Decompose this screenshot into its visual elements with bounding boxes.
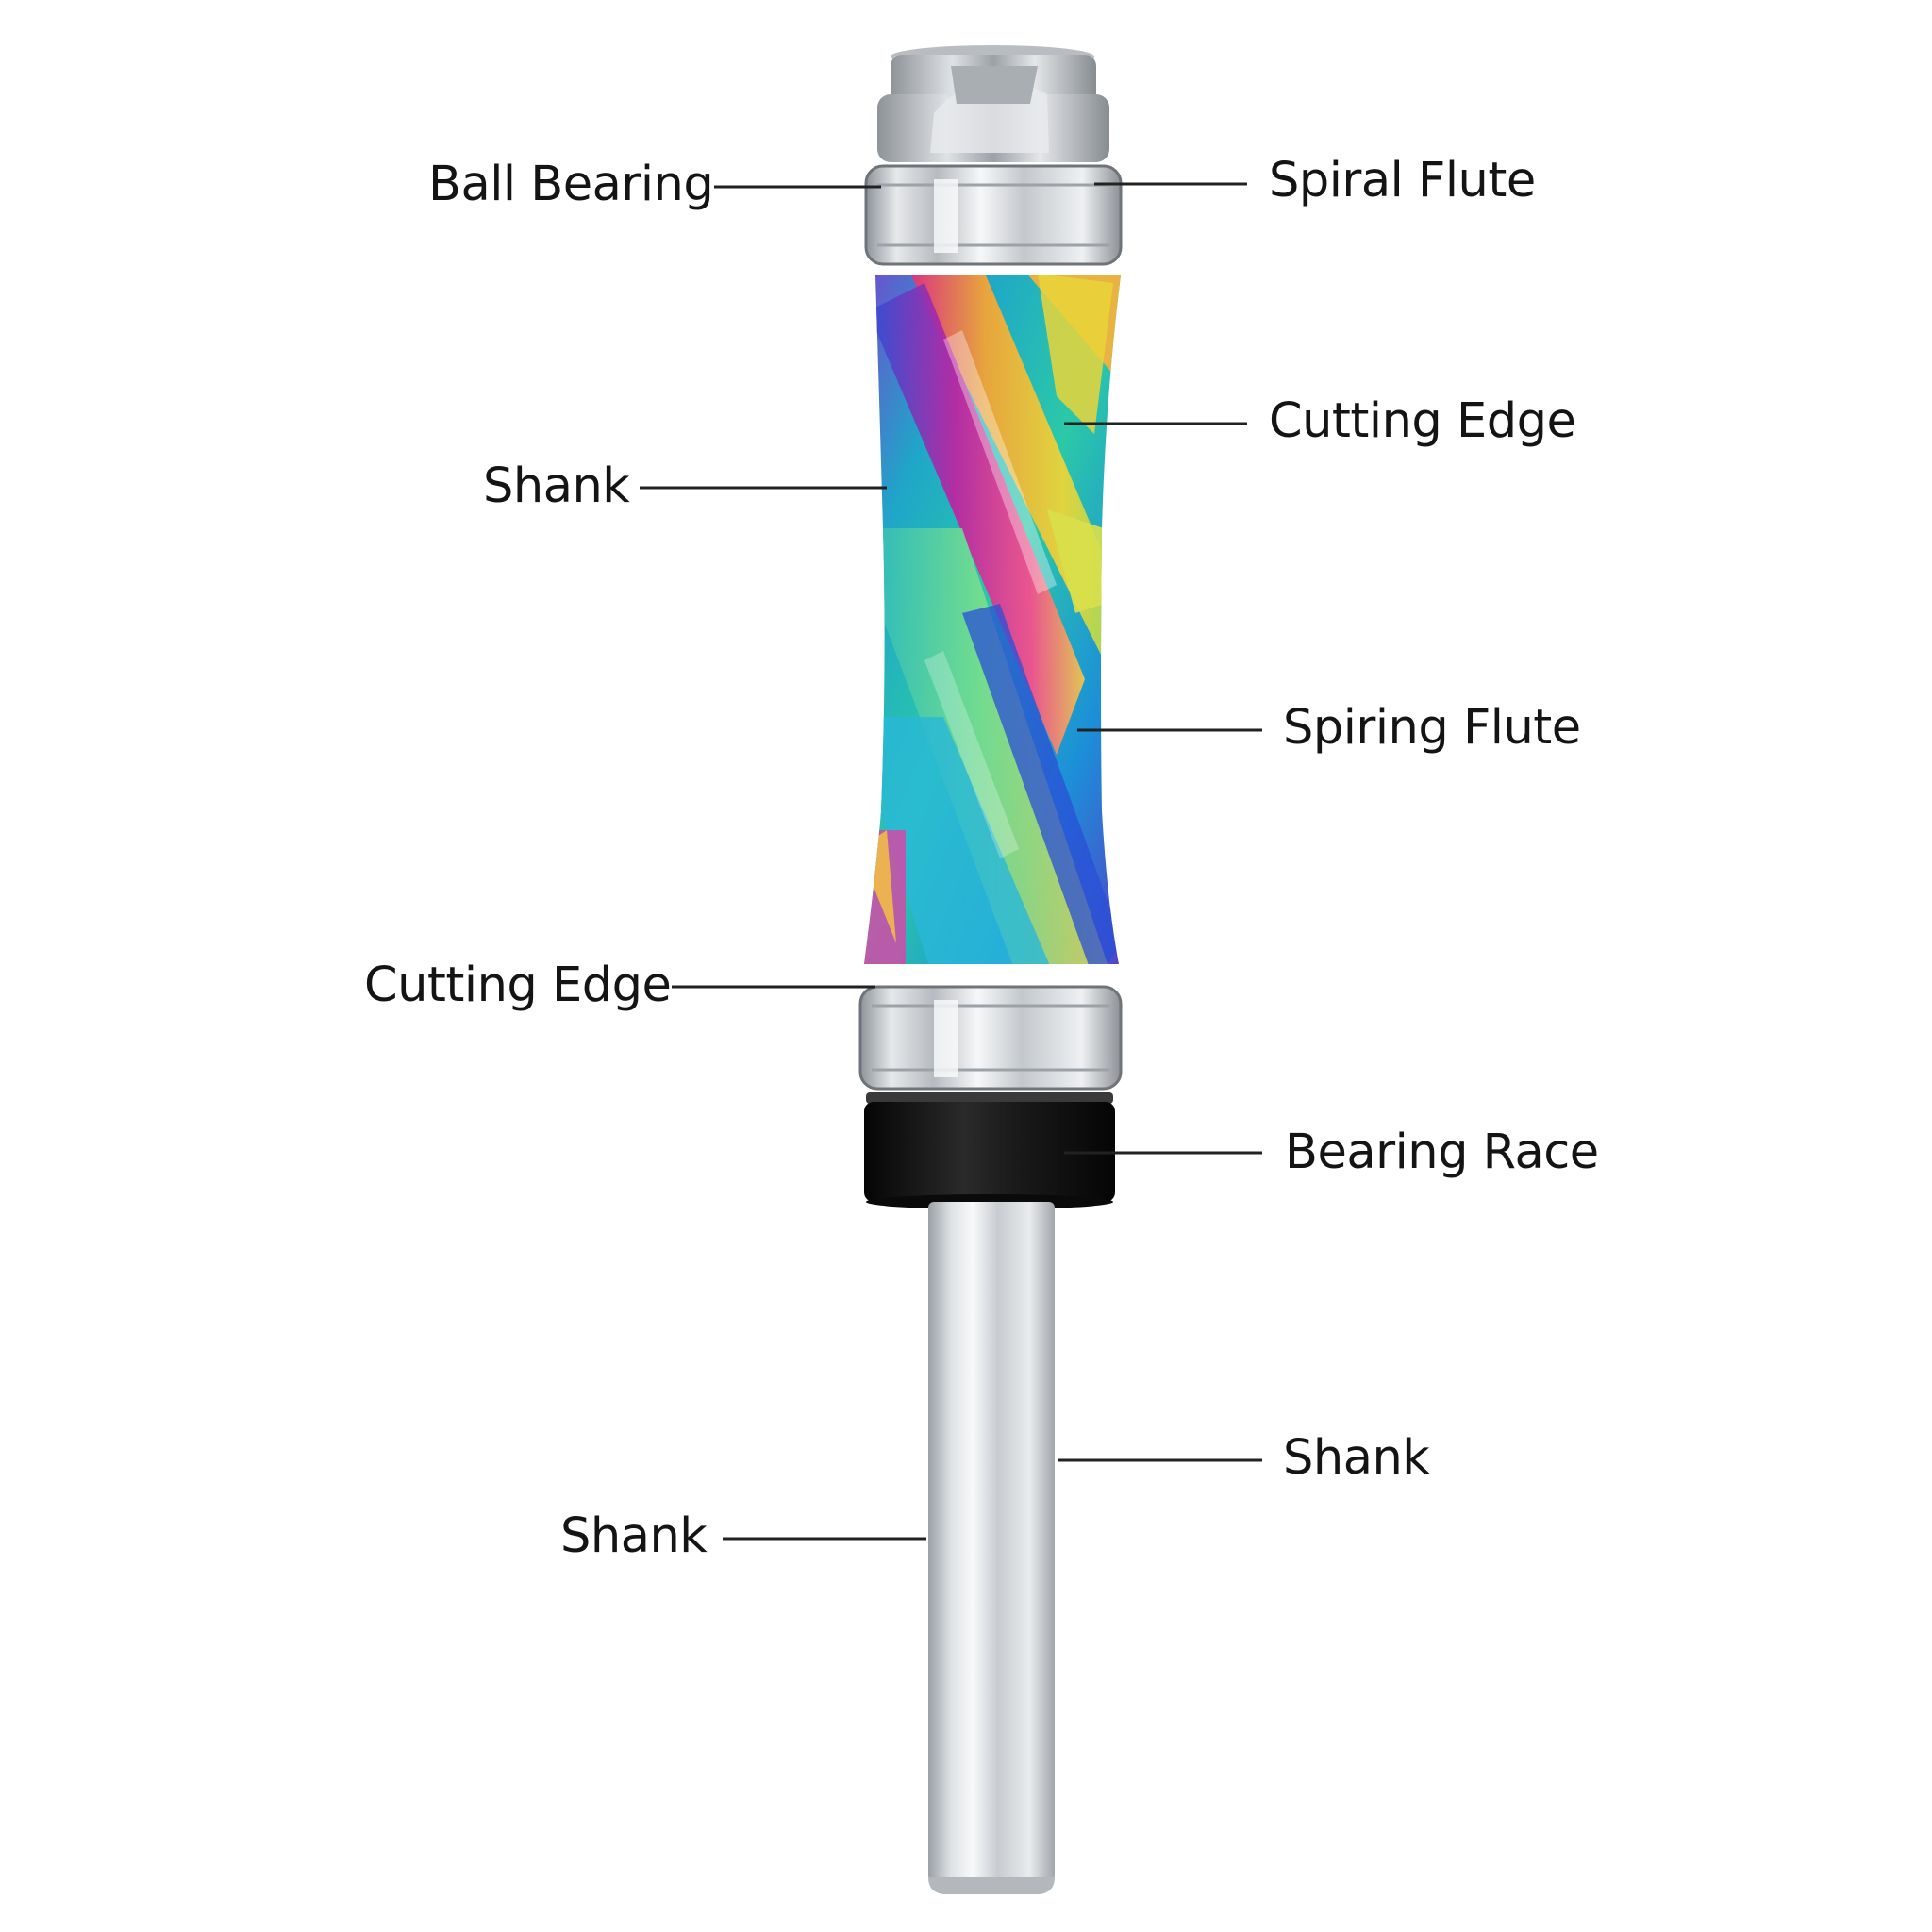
lower-ball-bearing: [858, 985, 1123, 1091]
label-cutting-edge-upper: Cutting Edge: [1269, 393, 1576, 449]
label-bearing-race: Bearing Race: [1285, 1124, 1599, 1180]
shank-rod: [928, 1202, 1055, 1894]
label-shank-right: Shank: [1283, 1430, 1430, 1486]
bearing-race: [864, 1092, 1115, 1209]
label-spiring-flute: Spiring Flute: [1283, 700, 1581, 756]
hex-nut: [877, 45, 1109, 162]
spiral-cutter-body: [864, 275, 1121, 964]
label-ball-bearing: Ball Bearing: [428, 157, 714, 212]
label-shank-upper: Shank: [483, 458, 630, 514]
label-spiral-flute: Spiral Flute: [1269, 153, 1536, 208]
label-shank-lower: Shank: [560, 1508, 708, 1564]
leader-lines: [640, 182, 1262, 1541]
upper-ball-bearing: [864, 164, 1123, 266]
label-cutting-edge-lower: Cutting Edge: [364, 958, 672, 1013]
